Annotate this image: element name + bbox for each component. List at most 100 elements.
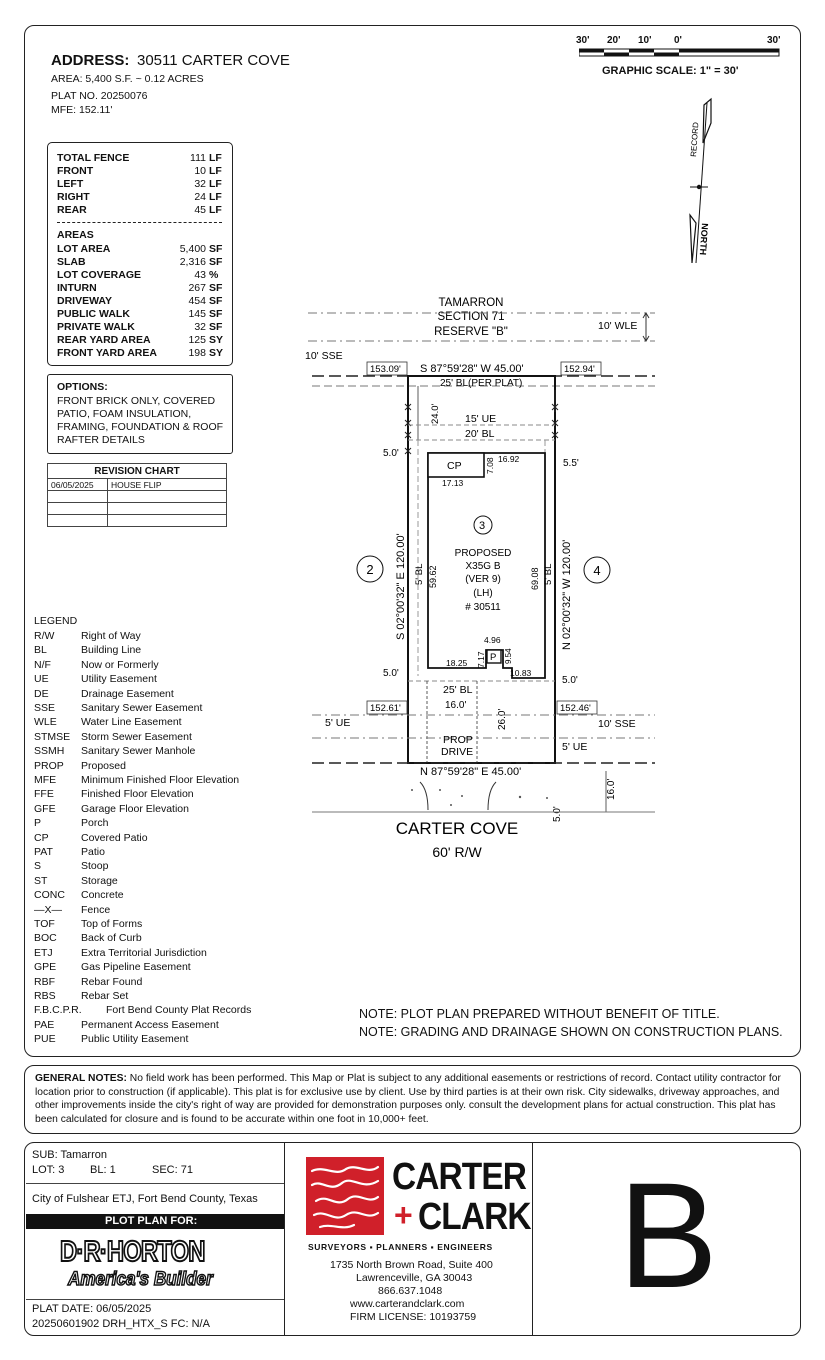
elev-top-right: 152.94': [564, 364, 595, 375]
legend-desc: Utility Easement: [81, 673, 157, 686]
reserve-label: SECTION 71: [437, 311, 504, 323]
dim-5-bl: 5.0': [383, 668, 399, 679]
legend-desc: Patio: [81, 846, 105, 858]
dim-16: 16.0': [445, 700, 466, 711]
legend-abbr: PUE: [34, 1033, 56, 1046]
main-frame: [24, 25, 801, 1057]
dim-16-right: 16.0': [606, 779, 617, 800]
record-label: RECORD: [689, 122, 700, 157]
porch-label: P: [490, 652, 496, 663]
sse10-right: 10' SSE: [598, 718, 636, 730]
general-notes-box: [24, 1065, 801, 1134]
legend-desc: Extra Territorial Jurisdiction: [81, 946, 207, 959]
plat-date: PLAT DATE: 06/05/2025: [32, 1303, 152, 1315]
legend-abbr: ST: [34, 874, 48, 887]
lot-right-number: 4: [593, 563, 600, 578]
legend-desc: Right of Way: [81, 630, 141, 642]
legend-abbr: ETJ: [34, 946, 53, 959]
bl-25-front: 25' BL: [443, 684, 473, 696]
scale-tick-0: 0': [674, 35, 682, 46]
legend-abbr: SSMH: [34, 745, 65, 758]
sub-label: SUB: Tamarron: [32, 1149, 107, 1161]
legend-abbr: DE: [34, 687, 49, 700]
legend-abbr: GFE: [34, 802, 56, 815]
wle-label: 10' WLE: [598, 320, 637, 332]
legend-desc: Permanent Access Easement: [81, 1018, 219, 1031]
company-services: SURVEYORS ▪ PLANNERS ▪ ENGINEERS: [308, 1242, 493, 1252]
job-number: 20250601902 DRH_HTX_S FC: N/A: [32, 1318, 210, 1330]
address-value: 30511 CARTER COVE: [137, 52, 290, 69]
company-name-clark: CLARK: [418, 1196, 532, 1238]
legend-desc: Stoop: [81, 860, 109, 873]
legend-abbr: RBF: [34, 975, 55, 988]
dim-1713: 17.13: [442, 478, 464, 488]
area-text: AREA: 5,400 S.F. ~ 0.12 ACRES: [51, 73, 204, 85]
general-notes: GENERAL NOTES: No field work has been pe…: [35, 1072, 795, 1126]
carter-clark-logo-icon: [306, 1157, 384, 1235]
legend-desc: Building Line: [81, 644, 142, 657]
dim-1692: 16.92: [498, 454, 520, 464]
scale-tick-10: 10': [638, 35, 652, 46]
options-title: OPTIONS:: [57, 381, 108, 393]
dim-6908: 69.08: [530, 567, 540, 590]
footer-rule: [26, 1299, 284, 1300]
footer-divider: [532, 1142, 533, 1336]
legend-desc: Covered Patio: [81, 831, 148, 844]
scale-tick-30l: 30': [576, 35, 590, 46]
note-title: NOTE: PLOT PLAN PREPARED WITHOUT BENEFIT…: [359, 1007, 720, 1021]
legend-desc: Public Utility Easement: [81, 1033, 189, 1046]
legend-desc: Water Line Easement: [81, 716, 182, 729]
legend-desc: Porch: [81, 817, 109, 830]
dim-5-bottom: 5.0': [552, 806, 563, 822]
lot-number: 3: [479, 520, 485, 532]
scale-tick-30r: 30': [767, 35, 781, 46]
sec-label: SEC: 71: [152, 1164, 193, 1176]
graphic-scale: 30' 20' 10' 0' 30' GRAPHIC SCALE: 1" = 3…: [576, 34, 786, 84]
company-website: www.carterandclark.com: [350, 1298, 465, 1310]
options-line: FRAMING, FOUNDATION & ROOF: [57, 421, 224, 433]
bearing-right: N 02°00'32" W 120.00': [561, 540, 573, 650]
dim-5-5: 5.5': [563, 458, 579, 469]
legend-desc: Sanitary Sewer Manhole: [81, 745, 196, 758]
legend-desc: Rebar Set: [81, 990, 129, 1002]
north-label: NORTH: [698, 223, 710, 256]
legend-desc: Now or Formerly: [81, 658, 159, 671]
legend-abbr: MFE: [34, 774, 57, 786]
right-of-way: 60' R/W: [432, 844, 482, 860]
legend-desc: Back of Curb: [81, 932, 142, 945]
house-label: X35G B: [465, 561, 500, 572]
mfe-text: MFE: 152.11': [51, 104, 113, 116]
general-notes-label: GENERAL NOTES:: [35, 1073, 127, 1084]
note-grading: NOTE: GRADING AND DRAINAGE SHOWN ON CONS…: [359, 1025, 783, 1039]
revision-desc: HOUSE FLIP: [107, 478, 227, 491]
company-address1: 1735 North Brown Road, Suite 400: [330, 1259, 493, 1271]
legend-desc: Concrete: [81, 889, 124, 902]
legend-desc: Storm Sewer Easement: [81, 730, 192, 743]
sse-top-label: 10' SSE: [305, 350, 343, 362]
dim-717: 7.17: [476, 651, 486, 668]
legend-desc: Fence: [81, 903, 111, 916]
company-plus: +: [394, 1197, 413, 1233]
plot-plan-for-bar: [26, 1214, 284, 1229]
dim-5-br: 5.0': [562, 675, 578, 686]
legend-abbr: —X—: [34, 903, 63, 916]
revision-empty: [47, 490, 108, 503]
options-line: PATIO, FOAM INSULATION,: [57, 408, 192, 420]
bl-rear: 25' BL(PER PLAT): [440, 378, 522, 389]
builder-tagline: America's Builder: [67, 1269, 213, 1290]
bl5-right: 5' BL: [543, 564, 554, 585]
company-name-carter: CARTER: [392, 1156, 527, 1198]
legend-abbr: FFE: [34, 788, 54, 801]
dim-26: 26.0': [497, 709, 508, 730]
fence-divider: [57, 222, 222, 223]
dim-1083: 10.83: [510, 668, 532, 678]
plat-no: PLAT NO. 20250076: [51, 90, 148, 102]
bearing-bottom: N 87°59'28" E 45.00': [420, 766, 521, 778]
house-label: PROPOSED: [455, 548, 512, 559]
